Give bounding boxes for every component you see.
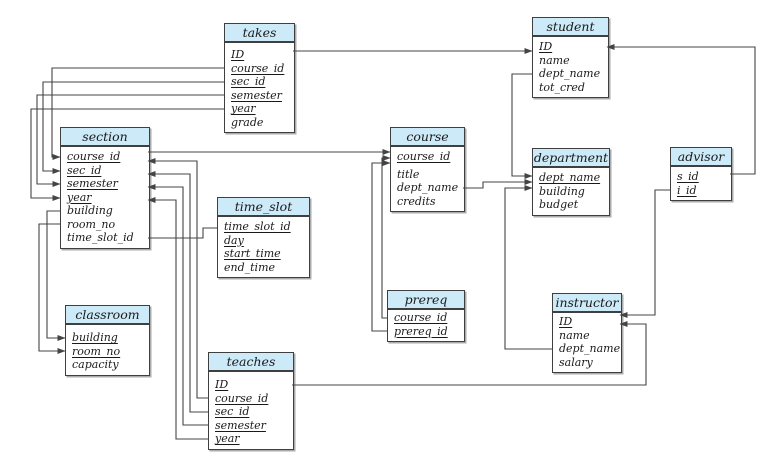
attr-section-room_no: room_no: [67, 217, 116, 231]
attr-department-dept_name: dept_name: [539, 171, 601, 184]
attr-student-name: name: [539, 53, 570, 67]
table-title-prereq: prereq: [388, 291, 464, 310]
attr-teaches-sec_id: sec_id: [215, 405, 250, 418]
connector-teaches-semester-to-section: [147, 184, 208, 426]
attr-time_slot-time_slot_id: time_slot_id: [224, 220, 291, 233]
attr-course-title: title: [397, 167, 420, 181]
connector-student-dept-name-to-department: [511, 73, 533, 179]
table-title-teaches: teaches: [209, 353, 293, 372]
table-title-section: section: [61, 128, 149, 147]
attr-student-dept_name: dept_name: [539, 67, 601, 80]
attr-section-semester: semester: [67, 177, 118, 190]
attr-section-sec_id: sec_id: [67, 163, 102, 177]
table-title-student: student: [533, 18, 608, 37]
attr-course-credits: credits: [397, 194, 436, 208]
attr-prereq-course_id: course_id: [394, 311, 448, 324]
connector-section-time-slot-id-to-time-slot: [148, 227, 217, 239]
attr-course-dept_name: dept_name: [397, 181, 459, 194]
attr-advisor-s_id: s_id: [677, 170, 699, 183]
attr-course-course_id: course_id: [397, 150, 451, 163]
connector-course-dept-name-to-department: [463, 179, 533, 189]
attr-takes-sec_id: sec_id: [231, 75, 266, 88]
attr-section-course_id: course_id: [67, 150, 121, 163]
attr-teaches-semester: semester: [215, 418, 266, 432]
attr-takes-ID: ID: [231, 48, 245, 61]
attr-prereq-prereq_id: prereq_id: [394, 324, 448, 338]
attr-time_slot-end_time: end_time: [224, 260, 276, 274]
attr-section-time_slot_id: time_slot_id: [67, 231, 134, 244]
attr-instructor-dept_name: dept_name: [559, 342, 621, 355]
attr-takes-year: year: [231, 102, 256, 115]
attr-classroom-capacity: capacity: [72, 358, 119, 371]
attr-advisor-i_id: i_id: [677, 183, 697, 197]
attr-takes-course_id: course_id: [231, 61, 285, 75]
table-title-classroom: classroom: [66, 306, 149, 325]
attr-classroom-building: building: [72, 331, 118, 344]
connector-teaches-sec-id-to-section: [147, 171, 208, 413]
table-title-advisor: advisor: [671, 148, 731, 167]
table-title-instructor: instructor: [553, 294, 621, 313]
attr-time_slot-start_time: start_time: [224, 247, 281, 260]
attr-takes-semester: semester: [231, 88, 282, 102]
attr-department-building: building: [539, 184, 585, 198]
attr-student-ID: ID: [539, 40, 553, 53]
attr-instructor-ID: ID: [559, 315, 573, 328]
connector-teaches-course-id-to-section: [147, 158, 208, 399]
table-title-department: department: [533, 149, 609, 168]
table-title-course: course: [391, 128, 464, 147]
attr-instructor-salary: salary: [559, 355, 593, 369]
attr-section-building: building: [67, 204, 113, 217]
attr-student-tot_cred: tot_cred: [539, 80, 585, 94]
attr-takes-grade: grade: [231, 115, 264, 129]
attr-teaches-year: year: [215, 432, 240, 445]
attr-teaches-course_id: course_id: [215, 391, 269, 405]
attr-teaches-ID: ID: [215, 378, 229, 391]
attr-department-budget: budget: [539, 198, 579, 211]
table-title-time_slot: time_slot: [218, 198, 309, 217]
attr-time_slot-day: day: [224, 233, 244, 247]
connector-teaches-year-to-section: [147, 197, 208, 440]
attr-classroom-room_no: room_no: [72, 344, 121, 358]
attr-instructor-name: name: [559, 328, 590, 342]
connector-advisor-i-id-to-instructor-id: [619, 189, 670, 318]
attr-section-year: year: [67, 190, 92, 204]
table-title-takes: takes: [225, 24, 294, 43]
